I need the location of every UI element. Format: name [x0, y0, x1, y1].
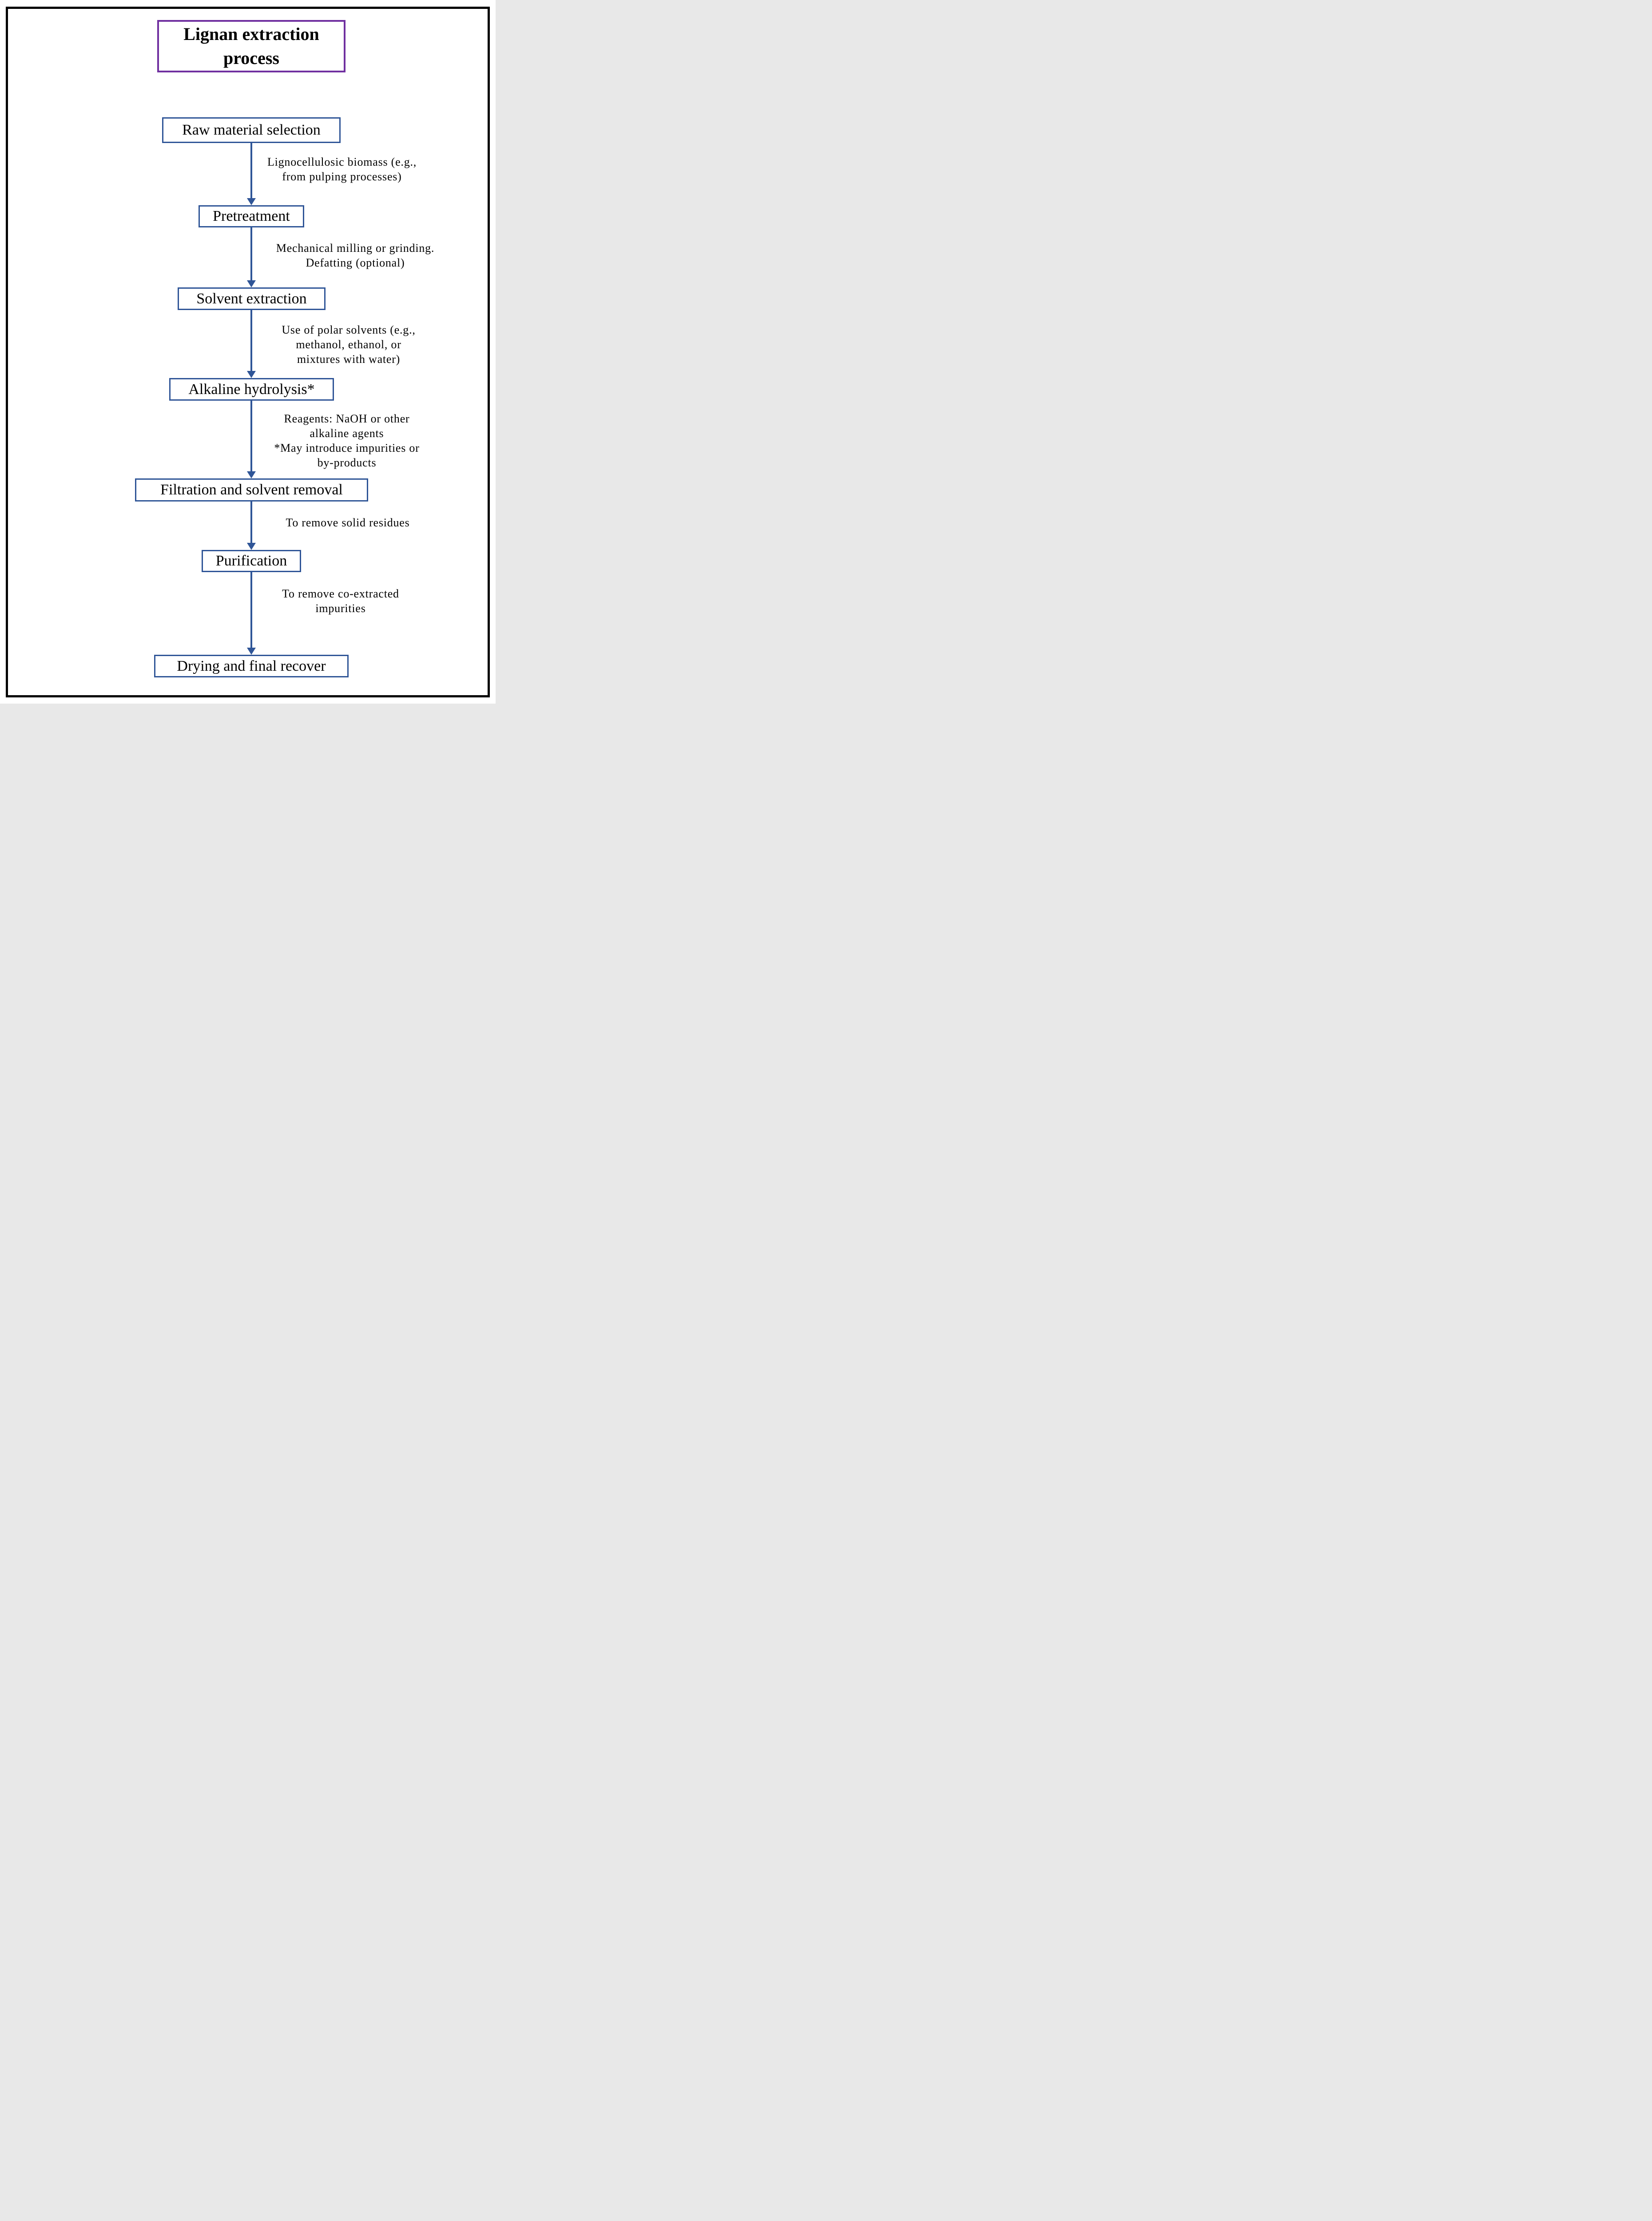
edge-annotation-5: To remove solid residues: [286, 516, 410, 529]
step-pretreatment: Pretreatment: [199, 205, 304, 227]
edge-annotation-4: Reagents: NaOH or other alkaline agents …: [274, 412, 420, 470]
arrow-head-icon: [247, 198, 256, 205]
arrow-head-icon: [247, 371, 256, 378]
step-label: Alkaline hydrolysis*: [188, 381, 315, 398]
arrow-head-icon: [247, 471, 256, 478]
step-label: Drying and final recover: [177, 657, 326, 674]
arrow-line-3: [250, 310, 252, 371]
arrow-line-5: [250, 502, 252, 543]
arrow-line-2: [250, 227, 252, 280]
arrow-line-4: [250, 401, 252, 471]
edge-annotation-1: Lignocellulosic biomass (e.g., from pulp…: [267, 155, 417, 183]
diagram-title: Lignan extraction process: [183, 24, 319, 68]
edge-annotation-6: To remove co-extracted impurities: [282, 587, 399, 615]
step-purification: Purification: [202, 550, 301, 572]
step-raw-material-selection: Raw material selection: [162, 117, 341, 143]
edge-annotation-3: Use of polar solvents (e.g., methanol, e…: [282, 323, 416, 366]
diagram-title-box: Lignan extraction process: [157, 20, 345, 72]
step-label: Solvent extraction: [196, 290, 307, 307]
arrow-line-1: [250, 143, 252, 198]
step-drying-and-final-recover: Drying and final recover: [154, 655, 349, 677]
outer-frame: [6, 7, 490, 697]
step-alkaline-hydrolysis: Alkaline hydrolysis*: [169, 378, 334, 401]
step-label: Purification: [215, 553, 287, 569]
edge-annotation-2: Mechanical milling or grinding. Defattin…: [276, 242, 435, 270]
step-label: Raw material selection: [182, 122, 321, 138]
flowchart-canvas: Lignan extraction process Raw material s…: [0, 0, 496, 704]
arrow-head-icon: [247, 543, 256, 550]
step-filtration-and-solvent-removal: Filtration and solvent removal: [135, 478, 368, 502]
arrow-head-icon: [247, 648, 256, 655]
arrow-head-icon: [247, 280, 256, 287]
step-label: Pretreatment: [213, 208, 290, 224]
arrow-line-6: [250, 572, 252, 648]
step-solvent-extraction: Solvent extraction: [178, 287, 326, 310]
step-label: Filtration and solvent removal: [160, 482, 343, 498]
